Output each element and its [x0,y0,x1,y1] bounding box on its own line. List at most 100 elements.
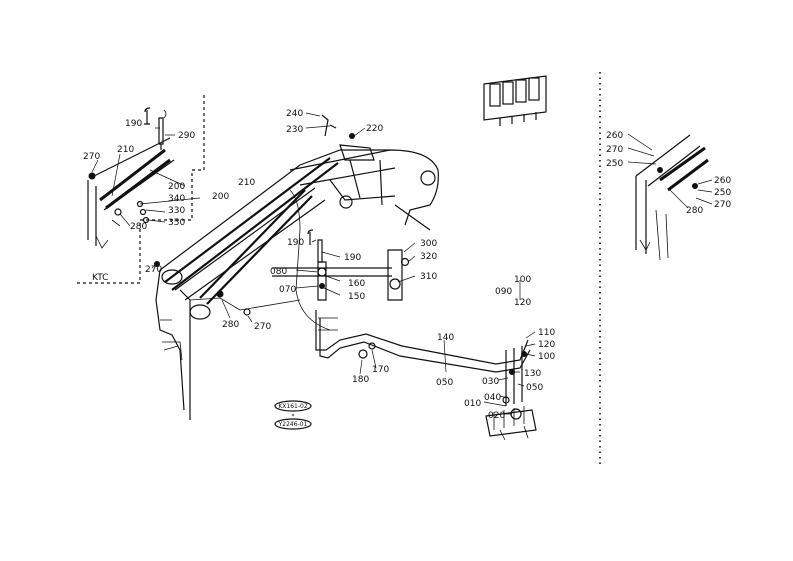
part-label-090: 090 [495,287,512,297]
ktc-leaders [91,127,201,227]
part-label-110: 110 [538,328,555,338]
part-label-330: 330 [168,206,185,216]
ktc-clip-190 [144,107,151,125]
part-label-190-clip: 190 [287,238,304,248]
part-label-270-ktc: 270 [83,152,100,162]
part-label-250-right-top: 250 [606,159,623,169]
right-fitting-top [657,167,663,173]
valve-section-2 [502,81,514,105]
part-label-030: 030 [482,377,499,387]
part-label-290: 290 [178,131,195,141]
valve-section-4 [528,77,540,101]
valve-section-1 [489,83,501,107]
part-label-140: 140 [437,333,454,343]
junction-pipe [272,267,392,277]
fitting-170 [368,342,376,350]
part-label-230: 230 [286,125,303,135]
part-label-270-right-bottom: 270 [714,200,731,210]
pipe-main-upper [315,310,529,365]
part-label-340: 340 [168,194,185,204]
stamp-label-2: Y2246-01 [278,421,308,428]
bolt-240 [321,114,329,137]
right-leaders [627,133,713,209]
part-label-050-pipe: 050 [436,378,453,388]
ktc-hose-pair [99,148,171,210]
valve-block-outline [483,75,547,121]
part-label-120: 120 [538,340,555,350]
fitting-280 [216,290,224,298]
part-label-280-ktc: 280 [130,222,147,232]
part-label-170: 170 [372,365,389,375]
part-label-280: 280 [222,320,239,330]
part-label-220: 220 [366,124,383,134]
part-label-240: 240 [286,109,303,119]
right-fitting-bottom [692,183,698,189]
part-label-310: 310 [420,272,437,282]
right-inset [627,133,713,261]
stamp-label-1: KX161-02 [278,403,307,410]
part-label-270-left: 270 [145,265,162,275]
bracket-300 [387,249,403,301]
top-valve-block [483,75,547,126]
clip-190 [307,229,314,245]
fitting-180 [358,349,368,359]
part-label-260-right-top: 260 [606,131,623,141]
ktc-arm-outline [87,180,97,246]
part-label-180: 180 [352,375,369,385]
ktc-valve-290 [158,117,164,150]
swing-post-detail [160,319,183,361]
part-label-280-right: 280 [686,206,703,216]
junction-block [317,261,327,301]
right-arm-outline [635,176,647,254]
valve-body [485,409,537,437]
boom-head-outline [289,149,439,231]
washer-230 [329,124,337,129]
boom-foot-pin-2 [161,269,183,285]
part-label-120-top: 120 [514,298,531,308]
pipe-clamp [318,317,338,331]
part-label-320: 320 [420,252,437,262]
part-label-200-ktc: 200 [168,182,185,192]
part-labels: 240 230 220 190 290 270 210 200 340 330 … [83,109,731,421]
valve-190 [317,239,323,263]
part-label-040: 040 [484,393,501,403]
part-label-190-ktc: 190 [125,119,142,129]
part-label-200: 200 [212,192,229,202]
part-label-210: 210 [238,178,255,188]
hose-return [189,297,301,311]
stamp-oval-1 [274,400,312,412]
clamp-220 [339,144,375,161]
svg-text:*: * [292,413,295,420]
part-label-100: 100 [538,352,555,362]
part-150 [319,283,325,289]
ktc-valve-cap [163,109,167,119]
valve-section-3 [515,79,527,103]
fitting-310 [389,278,401,290]
part-label-150: 150 [348,292,365,302]
part-label-130: 130 [524,369,541,379]
fitting-270-left [154,261,160,267]
fitting-270-center [243,308,251,316]
part-label-190-valve: 190 [344,253,361,263]
model-stamp: * KX161-02 Y2246-01 [274,400,312,430]
ktc-inset [76,95,205,284]
control-valve-assembly [485,346,537,441]
part-label-080: 080 [270,267,287,277]
ktc-inset-border [76,95,205,284]
part-label-300: 300 [420,239,437,249]
valve-block-ports [499,112,537,126]
part-label-050-valve: 050 [526,383,543,393]
right-arm-edge [635,134,701,187]
boom-foot-pin [189,304,211,320]
ktc-part-330 [139,208,147,216]
ktc-label: KTC [92,273,108,283]
boom-hose-200 [199,189,313,305]
stamp-oval-2 [274,418,312,430]
boom-lower-contour [289,189,331,331]
right-hose-pair [659,146,709,192]
boom-pivot-pin-2 [339,195,353,209]
clamp-bolt-220 [349,133,355,139]
ktc-arm-detail [95,219,121,249]
